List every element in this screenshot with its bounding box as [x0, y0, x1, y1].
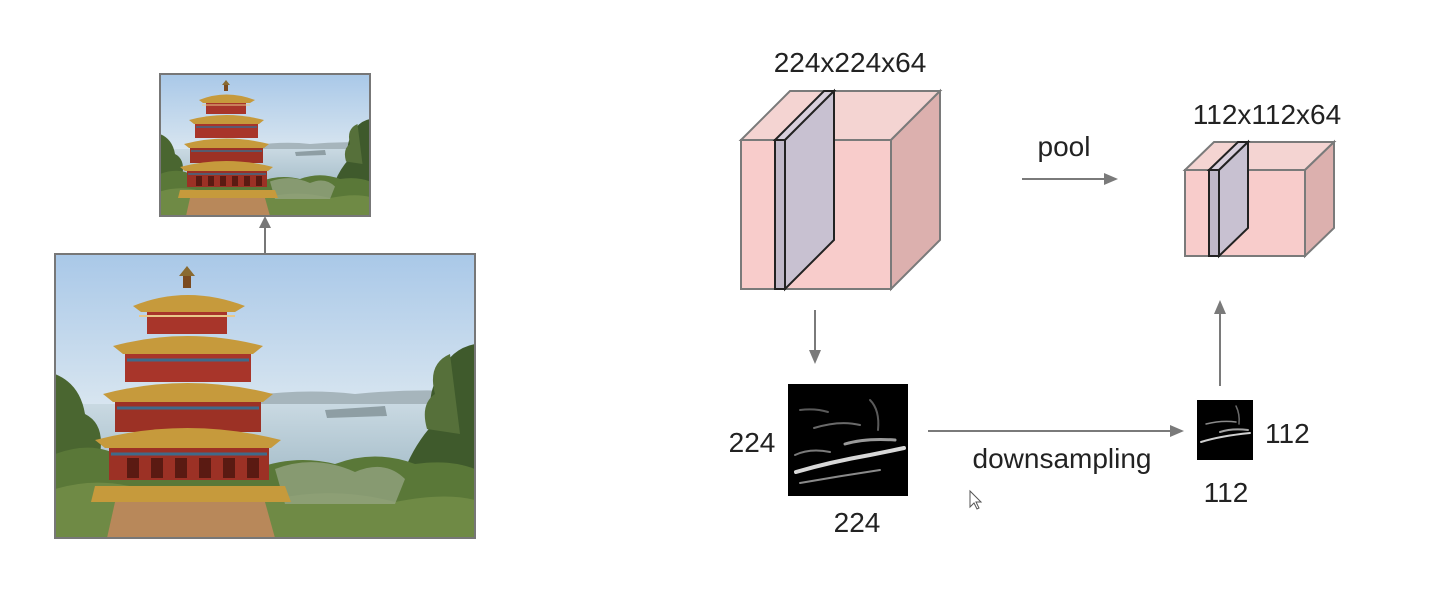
downsampling-arrow — [928, 425, 1184, 437]
pool-label: pool — [1038, 131, 1091, 162]
input-volume-cube — [738, 88, 943, 292]
slice-restack-arrow — [1214, 300, 1226, 386]
pooled-image — [159, 73, 371, 217]
pool-arrow — [1022, 173, 1118, 185]
output-volume-cube — [1182, 139, 1337, 259]
image-downscale-arrow — [259, 216, 271, 254]
slice-112-height-label: 112 — [1265, 418, 1310, 449]
input-depth-slice — [772, 88, 837, 292]
depth-slice-112 — [1197, 400, 1253, 460]
output-volume-dims: 112x112x64 — [1193, 99, 1341, 130]
downsampling-label: downsampling — [973, 443, 1152, 474]
depth-slice-224 — [788, 384, 908, 496]
mouse-cursor-icon — [969, 489, 983, 510]
slice-224-height-label: 224 — [729, 427, 776, 458]
input-volume-dims: 224x224x64 — [774, 47, 927, 78]
slice-extract-arrow — [809, 310, 821, 364]
output-depth-slice — [1206, 139, 1251, 259]
original-image — [54, 253, 476, 539]
slice-224-width-label: 224 — [834, 507, 881, 538]
slice-112-width-label: 112 — [1204, 477, 1249, 508]
